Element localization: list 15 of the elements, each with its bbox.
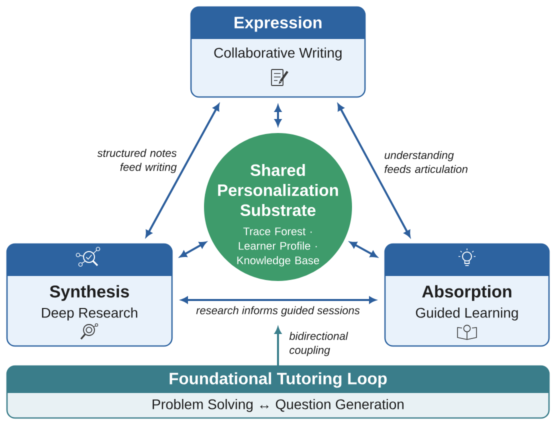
double-arrow <box>338 104 410 238</box>
edge-label: structured notes feed writing <box>97 148 177 174</box>
module-box: Expression Collaborative Writing <box>190 6 366 98</box>
double-arrow <box>274 105 282 126</box>
arrow <box>274 327 282 366</box>
double-arrow <box>180 242 206 258</box>
edge-label: research informs guided sessions <box>196 306 360 316</box>
edge-label: bidirectional coupling <box>289 332 348 356</box>
module-box: Absorption Guided Learning <box>384 243 550 347</box>
foundation-panel: Foundational Tutoring Loop Problem Solving ↔ Question Generation <box>6 365 550 419</box>
module-box: Synthesis Deep Research <box>6 243 173 347</box>
edge-label: understanding feeds articulation <box>384 150 468 174</box>
double-arrow <box>350 242 378 258</box>
double-arrow <box>146 104 220 238</box>
double-arrow <box>181 296 376 304</box>
